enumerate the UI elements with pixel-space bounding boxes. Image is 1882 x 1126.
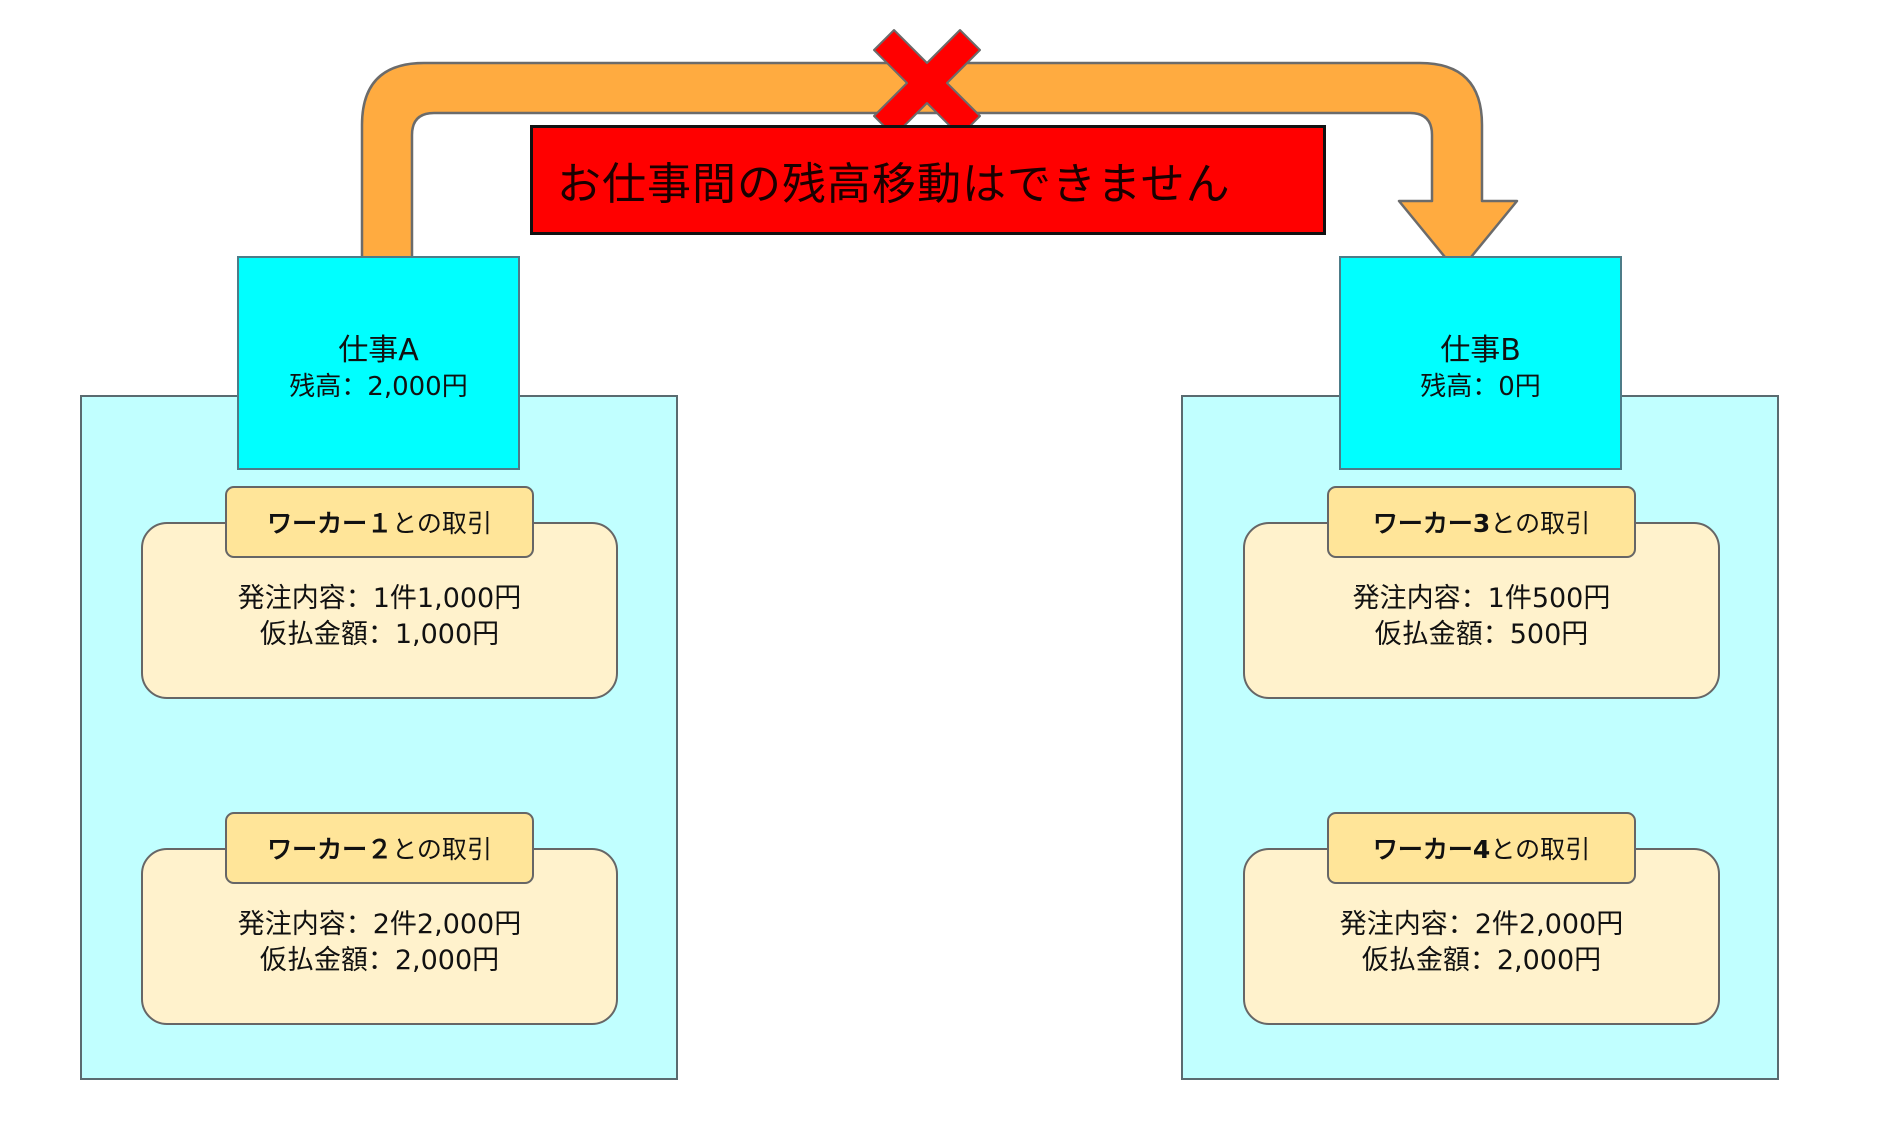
worker-3-order: 発注内容：1件500円 [1352,582,1611,614]
worker-4-order: 発注内容：2件2,000円 [1339,908,1624,940]
worker-1-provisional: 仮払金額：1,000円 [259,618,500,650]
job-a-title: 仕事A [338,333,419,368]
worker-1-name: ワーカー１ [267,509,393,538]
worker-4-tab-suffix: との取引 [1490,835,1591,864]
transfer-not-allowed-banner: お仕事間の残高移動はできません [530,125,1326,235]
worker-1-tab-suffix: との取引 [392,509,492,538]
worker-4-provisional: 仮払金額：2,000円 [1361,944,1602,976]
job-b-balance: 残高：0円 [1420,372,1541,402]
worker-3-card: 発注内容：1件500円 仮払金額：500円 [1243,522,1720,699]
job-b-title: 仕事B [1440,333,1521,368]
worker-1-tab: ワーカー１ との取引 [225,486,534,558]
worker-2-name: ワーカー２ [267,835,393,864]
worker-2-order: 発注内容：2件2,000円 [237,908,522,940]
worker-3-provisional: 仮払金額：500円 [1374,618,1589,650]
job-a-balance: 残高：2,000円 [289,372,468,402]
job-a-header: 仕事A 残高：2,000円 [237,256,520,470]
banner-text: お仕事間の残高移動はできません [557,159,1231,210]
worker-2-tab-suffix: との取引 [392,835,492,864]
worker-3-name: ワーカー3 [1372,509,1491,538]
worker-4-tab: ワーカー4 との取引 [1327,812,1636,884]
job-b-header: 仕事B 残高：0円 [1339,256,1622,470]
worker-1-order: 発注内容：1件1,000円 [237,582,522,614]
worker-4-name: ワーカー4 [1372,835,1491,864]
worker-3-tab: ワーカー3 との取引 [1327,486,1636,558]
worker-2-tab: ワーカー２ との取引 [225,812,534,884]
worker-3-tab-suffix: との取引 [1490,509,1591,538]
worker-2-provisional: 仮払金額：2,000円 [259,944,500,976]
